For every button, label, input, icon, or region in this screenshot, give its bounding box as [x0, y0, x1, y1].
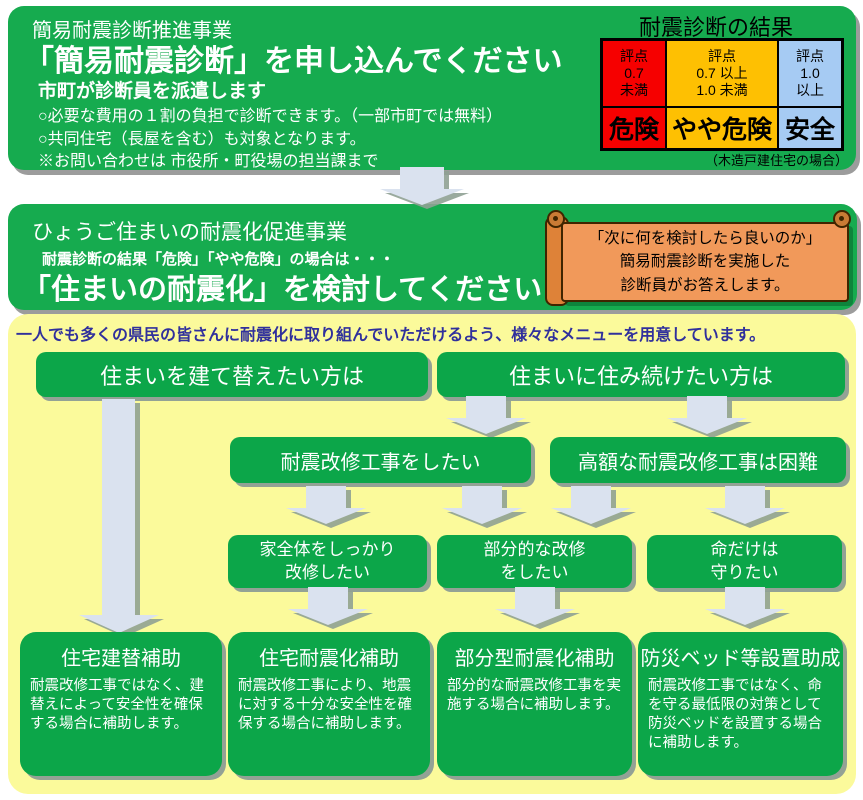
dispatch-subheadline: 市町が診断員を派遣します	[38, 81, 267, 102]
scroll-note-text: 「次に何を検討したら良いのか」 簡易耐震診断を実施した 診断員がお答えします。	[561, 222, 849, 302]
bullet-shared-housing: ○共同住宅（長屋を含む）も対象となります。	[38, 131, 366, 148]
program-desc: 耐震改修工事ではなく、命を守る最低限の対策として防災ベッドを設置する場合に補助し…	[648, 678, 822, 751]
verdict-cell-danger: 危険	[602, 107, 666, 149]
down-arrow-long-icon	[79, 399, 164, 635]
verdict-cell-caution: やや危険	[666, 107, 778, 149]
result-table-title: 耐震診断の結果	[638, 15, 793, 40]
want-retrofit-box: 耐震改修工事をしたい	[230, 437, 531, 483]
down-arrow-icon	[705, 486, 790, 528]
program-title: 住宅建替補助	[61, 648, 181, 670]
advisor-scroll: 「次に何を検討したら良いのか」 簡易耐震診断を実施した 診断員がお答えします。	[545, 210, 853, 306]
whole-house-box: 家全体をしっかり 改修したい	[228, 535, 427, 588]
verdict-cell-safe: 安全	[778, 107, 842, 149]
score-cell-danger: 評点 0.7 未満	[602, 40, 666, 107]
score-cell-caution: 評点 0.7 以上 1.0 未満	[666, 40, 778, 107]
result-table-note: （木造戸建住宅の場合）	[704, 153, 848, 168]
down-arrow-icon	[667, 396, 752, 438]
promo-program-name: ひょうご住まいの耐震化促進事業	[32, 221, 347, 244]
program-desc: 耐震改修工事ではなく、建替えによって安全性を確保する場合に補助します。	[30, 678, 204, 732]
down-arrow-icon	[495, 587, 580, 629]
promo-condition: 耐震診断の結果「危険」「やや危険」の場合は・・・	[42, 251, 395, 268]
score-cell-safe: 評点 1.0 以上	[778, 40, 842, 107]
down-arrow-icon	[446, 396, 531, 438]
program-retrofit-subsidy: 住宅耐震化補助 耐震改修工事により、地震に対する十分な安全性を確保する場合に補助…	[228, 632, 430, 776]
down-arrow-icon	[442, 486, 527, 528]
menu-intro-text: 一人でも多くの県民の皆さんに耐震化に取り組んでいただけるよう、様々なメニューを用…	[16, 327, 766, 344]
program-title: 防災ベッド等設置助成	[640, 648, 841, 670]
simple-diagnosis-panel: 簡易耐震診断推進事業 「簡易耐震診断」を申し込んでください 市町が診断員を派遣し…	[8, 6, 856, 170]
branch-stay: 住まいに住み続けたい方は	[437, 352, 845, 397]
apply-headline: 「簡易耐震診断」を申し込んでください	[24, 45, 563, 78]
down-arrow-icon	[705, 587, 790, 629]
diagnosis-result-table: 評点 0.7 未満 評点 0.7 以上 1.0 未満 評点 1.0 以上 危険 …	[600, 38, 844, 151]
retrofit-difficult-box: 高額な耐震改修工事は困難	[550, 437, 846, 483]
program-rebuild-subsidy: 住宅建替補助 耐震改修工事ではなく、建替えによって安全性を確保する場合に補助しま…	[20, 632, 222, 776]
protect-life-box: 命だけは 守りたい	[647, 535, 842, 588]
program-desc: 耐震改修工事により、地震に対する十分な安全性を確保する場合に補助します。	[238, 678, 412, 732]
bullet-cost: ○必要な費用の１割の負担で診断できます。（一部市町では無料）	[38, 108, 503, 125]
consider-retrofit-headline: 「住まいの耐震化」を検討してください	[22, 274, 543, 306]
program-title: 住宅耐震化補助	[259, 648, 399, 670]
down-arrow-icon	[288, 587, 373, 629]
down-arrow-icon	[286, 486, 371, 528]
menu-flow-area: 一人でも多くの県民の皆さんに耐震化に取り組んでいただけるよう、様々なメニューを用…	[8, 314, 856, 794]
down-arrow-icon	[551, 486, 636, 528]
program-name: 簡易耐震診断推進事業	[32, 20, 232, 42]
bullet-contact: ※お問い合わせは 市役所・町役場の担当課まで	[38, 153, 379, 170]
program-disaster-bed-grant: 防災ベッド等設置助成 耐震改修工事ではなく、命を守る最低限の対策として防災ベッド…	[638, 632, 843, 776]
branch-rebuild: 住まいを建て替えたい方は	[36, 352, 428, 397]
program-desc: 部分的な耐震改修工事を実施する場合に補助します。	[447, 678, 621, 713]
scroll-curl-icon	[833, 210, 851, 228]
scroll-curl-icon	[547, 210, 565, 228]
program-title: 部分型耐震化補助	[454, 648, 615, 670]
down-arrow-icon	[380, 167, 469, 209]
program-partial-subsidy: 部分型耐震化補助 部分的な耐震改修工事を実施する場合に補助します。	[437, 632, 632, 776]
partial-retrofit-box: 部分的な改修 をしたい	[437, 535, 632, 588]
hyogo-promotion-panel: ひょうご住まいの耐震化促進事業 耐震診断の結果「危険」「やや危険」の場合は・・・…	[8, 204, 857, 310]
